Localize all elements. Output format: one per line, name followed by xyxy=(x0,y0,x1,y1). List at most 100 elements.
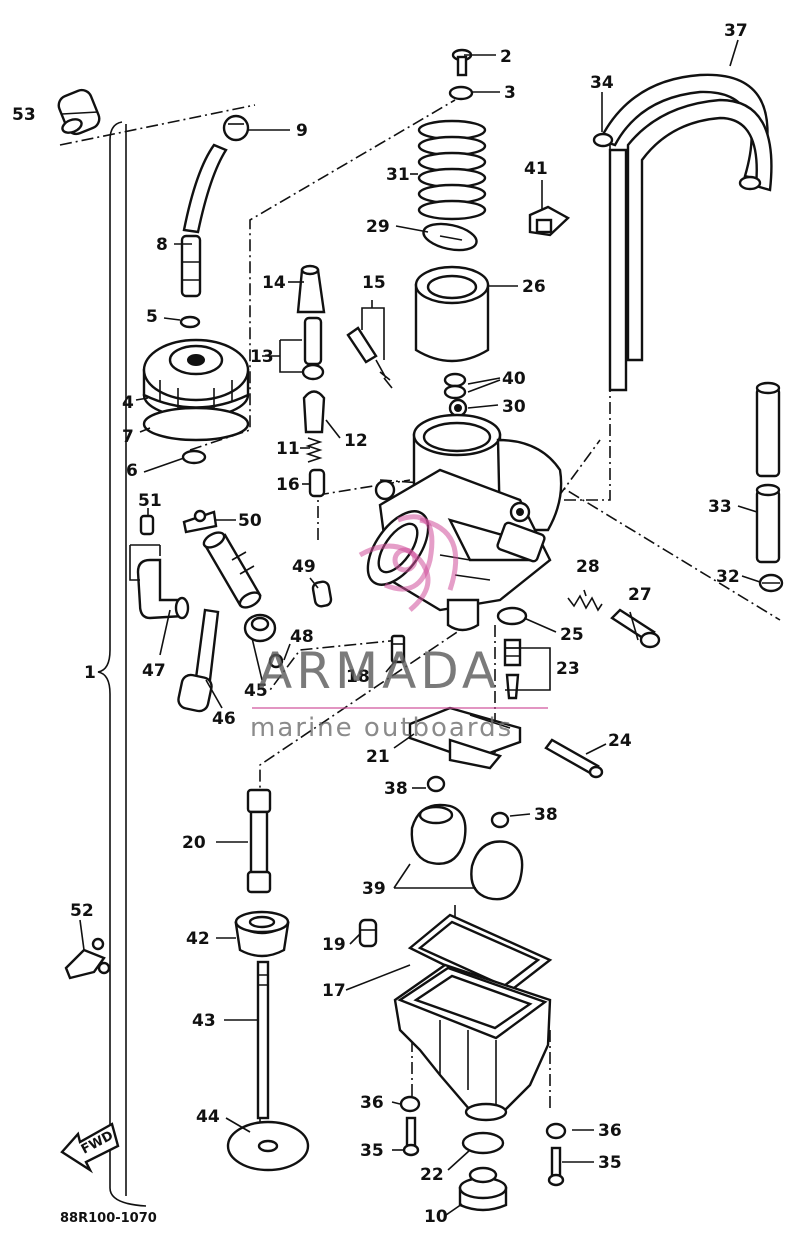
callout-52: 52 xyxy=(70,901,94,921)
callout-38-left: 38 xyxy=(384,779,408,799)
part-35-screw-right xyxy=(547,1146,565,1187)
callout-41: 41 xyxy=(524,159,548,179)
callout-29: 29 xyxy=(366,217,390,237)
callout-3: 3 xyxy=(504,83,516,103)
callout-18: 18 xyxy=(346,667,370,687)
callout-48: 48 xyxy=(290,627,314,647)
callout-20: 20 xyxy=(182,833,206,853)
callout-26: 26 xyxy=(522,277,546,297)
callout-16: 16 xyxy=(276,475,300,495)
part-35-screw-left xyxy=(402,1116,420,1157)
part-10-drain-plug xyxy=(458,1166,508,1212)
callout-9: 9 xyxy=(296,121,308,141)
callout-12: 12 xyxy=(344,431,368,451)
callout-33: 33 xyxy=(708,497,732,517)
part-28-spring xyxy=(567,594,603,612)
watermark-tagline: marine outboards xyxy=(250,713,513,743)
callout-27: 27 xyxy=(628,585,652,605)
part-39-cover-left xyxy=(410,803,467,865)
part-40-ring-b xyxy=(443,384,467,400)
part-2-screw xyxy=(451,48,473,77)
callout-21: 21 xyxy=(366,747,390,767)
callout-36-left: 36 xyxy=(360,1093,384,1113)
part-26-throttle-valve xyxy=(414,265,490,363)
callout-19: 19 xyxy=(322,935,346,955)
part-30-nut xyxy=(448,398,468,418)
callout-53: 53 xyxy=(12,105,36,125)
callout-labels: 1 2 3 4 5 6 7 8 9 10 11 12 13 14 15 16 1… xyxy=(12,21,748,1227)
part-39-cover-right xyxy=(470,840,524,901)
part-48-ball xyxy=(268,653,284,669)
callout-35-left: 35 xyxy=(360,1141,384,1161)
callout-37: 37 xyxy=(724,21,748,41)
callout-25: 25 xyxy=(560,625,584,645)
part-18-jet xyxy=(390,634,406,664)
carburetor-body xyxy=(366,413,563,632)
part-16-retainer xyxy=(308,468,326,498)
part-38-cap-left xyxy=(426,775,446,793)
part-4-top-cap xyxy=(142,338,250,419)
callout-34: 34 xyxy=(590,73,614,93)
callout-39: 39 xyxy=(362,879,386,899)
callout-11: 11 xyxy=(276,439,300,459)
callout-2: 2 xyxy=(500,47,512,67)
part-44-disc xyxy=(226,1120,310,1172)
callout-35-right: 35 xyxy=(598,1153,622,1173)
part-45-cap xyxy=(243,613,277,643)
callout-47: 47 xyxy=(142,661,166,681)
part-36-washer-right xyxy=(545,1122,567,1140)
part-7-gasket xyxy=(142,406,250,442)
part-3-washer xyxy=(448,85,474,101)
callout-51: 51 xyxy=(138,491,162,511)
callout-14: 14 xyxy=(262,273,286,293)
callout-22: 22 xyxy=(420,1165,444,1185)
part-11-spring xyxy=(305,437,323,463)
part-17-gasket xyxy=(407,913,553,997)
watermark-brand: ARMADA xyxy=(258,642,500,700)
callout-45: 45 xyxy=(244,681,268,701)
part-53-cap xyxy=(57,88,101,136)
callout-10: 10 xyxy=(424,1207,448,1227)
callout-5: 5 xyxy=(146,307,158,327)
watermark-logo xyxy=(358,514,459,612)
part-9-cap xyxy=(222,114,250,142)
callout-36-right: 36 xyxy=(598,1121,622,1141)
part-6-seal xyxy=(181,449,207,465)
callout-50: 50 xyxy=(238,511,262,531)
callout-4: 4 xyxy=(122,393,134,413)
callout-43: 43 xyxy=(192,1011,216,1031)
part-52-tap xyxy=(64,937,111,980)
callout-15: 15 xyxy=(362,273,386,293)
part-47-elbow xyxy=(136,558,190,620)
callout-8: 8 xyxy=(156,235,168,255)
part-13-clip-set xyxy=(301,316,325,381)
part-38-cap-right xyxy=(490,811,510,829)
diagram-code: 88R100-1070 xyxy=(60,1211,157,1226)
callout-7: 7 xyxy=(122,427,134,447)
part-20-needle-jet xyxy=(246,788,272,894)
part-46-hose xyxy=(177,608,220,713)
leader-lines xyxy=(61,39,761,1216)
float-bowl xyxy=(393,963,552,1122)
callout-28: 28 xyxy=(576,557,600,577)
part-41-clamp xyxy=(528,205,571,237)
part-45-connector xyxy=(202,531,262,609)
callout-40: 40 xyxy=(502,369,526,389)
part-36-washer-left xyxy=(399,1095,421,1113)
part-24-float-pin xyxy=(544,738,604,779)
callout-46: 46 xyxy=(212,709,236,729)
callout-6: 6 xyxy=(126,461,138,481)
callout-42: 42 xyxy=(186,929,210,949)
part-32-clip xyxy=(758,573,784,593)
assembly-bracket xyxy=(97,121,147,1207)
part-15-adjuster-screw xyxy=(346,326,393,389)
part-12-needle-holder xyxy=(302,390,326,434)
part-50-nipple xyxy=(182,509,218,534)
part-19-plug xyxy=(358,918,378,948)
callout-32: 32 xyxy=(716,567,740,587)
callout-30: 30 xyxy=(502,397,526,417)
part-33-tube xyxy=(755,381,781,564)
part-31-spring xyxy=(417,119,487,221)
callout-1: 1 xyxy=(84,663,96,683)
